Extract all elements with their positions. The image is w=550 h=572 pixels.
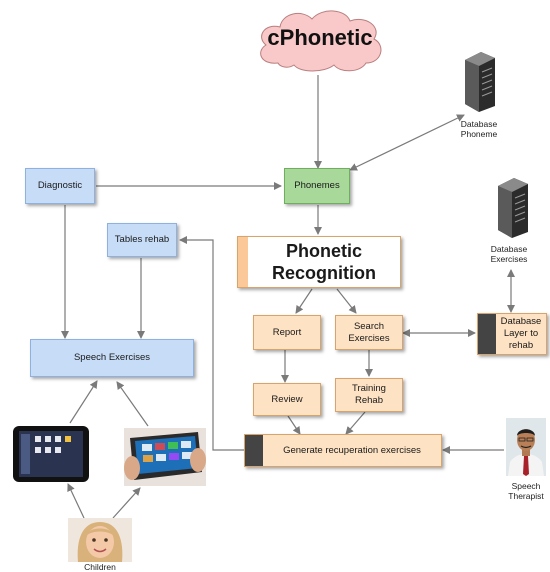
tablet-hands-icon <box>124 428 206 486</box>
db-phoneme-label: Database Phoneme <box>460 119 498 140</box>
server-icon <box>465 52 495 112</box>
database-layer-node: Database Layer to rehab <box>477 313 547 355</box>
search-exercises-node: Search Exercises <box>335 315 403 350</box>
edge-recognition-report <box>295 288 313 314</box>
tablet-icon <box>13 426 89 482</box>
review-node: Review <box>253 383 321 416</box>
node-dark-bar <box>245 435 263 466</box>
edge-children-tablet1 <box>67 483 85 519</box>
phonetic-recognition-node: Phonetic Recognition <box>237 236 401 288</box>
cloud-shape <box>260 10 382 72</box>
speech-exercises-node: Speech Exercises <box>30 339 194 377</box>
cloud-label: cPhonetic <box>267 25 373 50</box>
edge-generate-tables <box>179 236 244 451</box>
speech-therapist-avatar <box>506 418 546 476</box>
db-exercises-label: Database Exercises <box>490 244 528 265</box>
edge-tablet2-speech <box>116 381 149 427</box>
server-icon <box>498 178 528 238</box>
edge-tablet1-speech <box>69 380 98 424</box>
phonemes-node: Phonemes <box>284 168 350 204</box>
database-layer-label: Database Layer to rehab <box>500 316 542 351</box>
child-avatar <box>68 518 132 562</box>
training-rehab-label: Training Rehab <box>352 383 386 406</box>
edge-review-generate <box>287 415 301 435</box>
speech-therapist-label: Speech Therapist <box>508 481 544 502</box>
edge-dbphoneme-phonemes <box>349 114 465 171</box>
search-exercises-label: Search Exercises <box>348 320 390 344</box>
tables-rehab-node: Tables rehab <box>107 223 177 257</box>
edge-recognition-search <box>336 288 357 314</box>
edge-children-tablet2 <box>112 487 141 519</box>
node-accent-bar <box>238 237 248 287</box>
report-node: Report <box>253 315 321 350</box>
phonetic-recognition-label: Phonetic Recognition <box>272 240 376 284</box>
children-label: Children <box>84 562 116 572</box>
generate-exercises-node: Generate recuperation exercises <box>244 434 442 467</box>
diagnostic-node: Diagnostic <box>25 168 95 204</box>
edge-training-generate <box>345 411 366 435</box>
node-dark-bar <box>478 314 496 354</box>
training-rehab-node: Training Rehab <box>335 378 403 412</box>
